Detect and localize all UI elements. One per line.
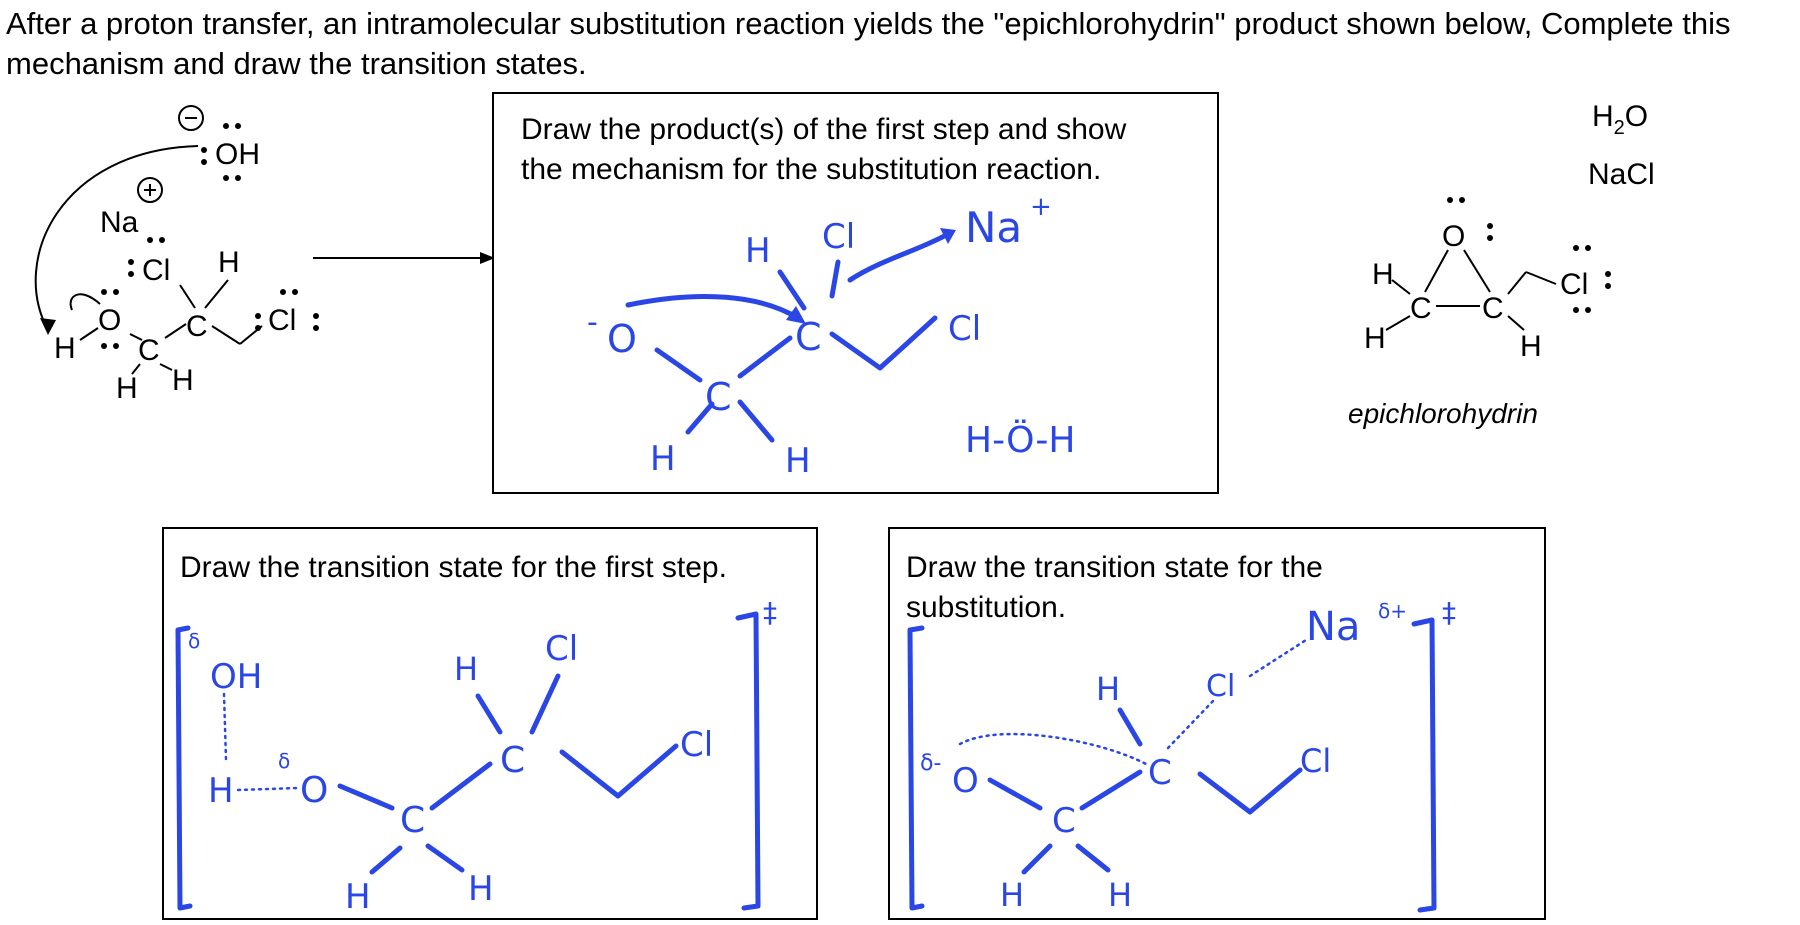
o-label: O [1442,220,1465,253]
c-label: C [1482,292,1504,325]
h-label: H [1108,876,1132,914]
na-label: Na [1306,604,1360,650]
panel-ts-first-step [162,527,818,920]
cl-label: Cl [948,309,981,349]
panel-first-step-prompt: Draw the product(s) of the first step an… [521,113,1127,186]
cl-label: Cl [822,217,855,257]
c-label: C [705,375,732,419]
h-label: H [468,869,494,909]
c-label: C [400,800,425,841]
hydroxide-attack-arrow [34,145,199,331]
left-bracket-icon [907,625,925,911]
c-label: C [1410,292,1432,325]
o-label: O [952,761,979,801]
delta-plus-label: δ+ [1378,599,1407,623]
h-label: H [1520,330,1542,363]
proton-arrow [69,293,101,311]
water-label: H2O [1592,100,1648,139]
cl-label: Cl [680,725,713,765]
c-label: C [500,740,525,781]
delta-label: δ [188,629,200,653]
plus-label: + [1030,192,1052,222]
c-label: C [1052,801,1076,841]
h-label: H [116,372,138,405]
panel-ts-first-step-prompt: Draw the transition state for the first … [180,551,727,584]
minus-label: - [587,305,598,340]
h-label: H [1096,670,1120,708]
h-label: H [172,364,194,397]
right-bracket-icon [735,611,761,911]
h-label: H [54,332,76,365]
dagger-icon: ‡ [763,596,777,629]
h-label: H [345,877,371,917]
h-label: H [1000,876,1024,914]
minus-charge-icon [178,105,204,131]
panel-ts-substitution [888,527,1546,920]
o-label: O [98,304,121,337]
panel-first-step [492,92,1219,494]
cl-label: Cl [545,629,578,669]
water-drawn-label: H-Ö-H [965,419,1075,461]
cl-label: Cl [1300,742,1331,780]
h-label: H [218,246,240,279]
h-label: H [208,771,234,811]
h-label: H [745,231,771,271]
chlorine-top-label: Cl [142,254,170,287]
dagger-icon: ‡ [1442,596,1456,629]
o-label: O [300,770,328,811]
chlorine-right-label: Cl [268,304,296,337]
salt-label: NaCl [1588,158,1655,191]
na-plus-label: Na [965,203,1022,252]
h-label: H [785,441,811,481]
h-label: H [650,439,676,479]
cl-label: Cl [1206,669,1235,704]
hydroxide-label: OH [215,138,260,171]
o-label: O [607,317,637,361]
sodium-label: Na [100,206,139,239]
h-label: H [454,650,478,688]
question-text: After a proton transfer, an intramolecul… [6,6,1731,81]
cl-label: Cl [1560,268,1588,301]
right-bracket-icon [1411,617,1437,913]
c-label: C [1148,753,1172,793]
delta-minus-label: δ- [920,751,941,776]
panel-ts-substitution-prompt: Draw the transition state for the substi… [906,551,1323,624]
h-label: H [1364,322,1386,355]
left-bracket-icon [175,625,193,911]
h-label: H [1372,258,1394,291]
c-label: C [795,315,822,359]
c-label: C [186,310,208,343]
c-label: C [138,334,160,367]
plus-charge-icon [137,177,163,203]
delta-label: δ [278,749,290,773]
oh-label: OH [210,657,262,697]
product-name: epichlorohydrin [1348,398,1538,429]
